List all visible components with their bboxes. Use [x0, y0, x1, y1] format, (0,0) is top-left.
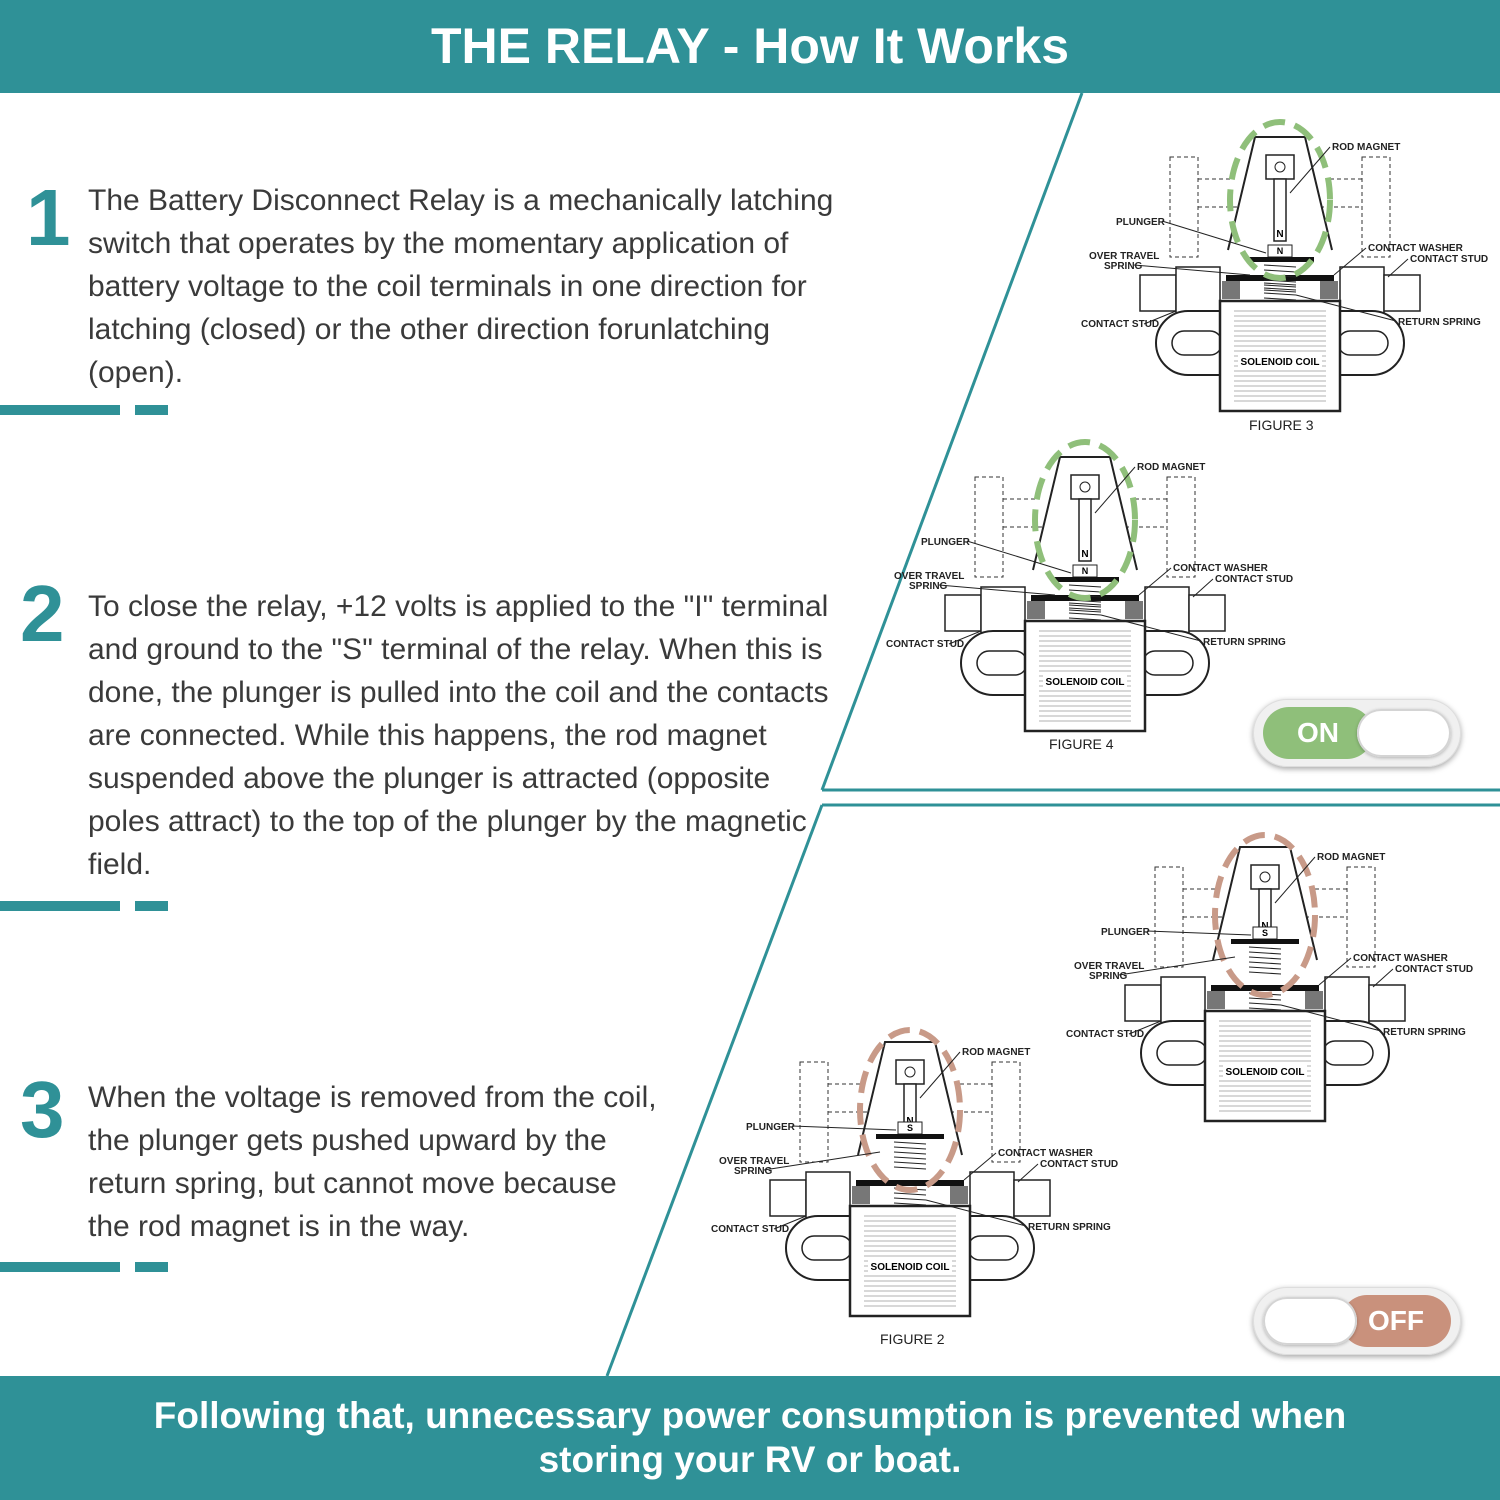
header-banner: THE RELAY - How It Works	[0, 0, 1500, 93]
on-toggle-label: ON	[1263, 707, 1373, 759]
svg-text:CONTACT STUD: CONTACT STUD	[1066, 1029, 1144, 1040]
svg-text:PLUNGER: PLUNGER	[921, 537, 971, 548]
svg-text:S: S	[907, 1123, 913, 1133]
toggle-knob	[1263, 1297, 1357, 1345]
svg-text:CONTACT STUD: CONTACT STUD	[1410, 254, 1488, 265]
svg-text:OVER TRAVEL: OVER TRAVEL	[1074, 961, 1144, 972]
svg-text:RETURN SPRING: RETURN SPRING	[1203, 637, 1286, 648]
svg-text:N: N	[1082, 566, 1089, 576]
step-2-number: 2	[20, 569, 65, 658]
svg-text:ROD MAGNET: ROD MAGNET	[1317, 852, 1385, 863]
svg-text:CONTACT WASHER: CONTACT WASHER	[1353, 953, 1449, 964]
svg-text:OVER TRAVEL: OVER TRAVEL	[894, 571, 964, 582]
svg-text:SPRING: SPRING	[909, 581, 948, 592]
svg-text:CONTACT WASHER: CONTACT WASHER	[998, 1148, 1094, 1159]
svg-text:CONTACT STUD: CONTACT STUD	[1081, 319, 1159, 330]
svg-text:CONTACT STUD: CONTACT STUD	[1040, 1159, 1118, 1170]
svg-text:N: N	[1277, 246, 1284, 256]
svg-text:CONTACT STUD: CONTACT STUD	[1395, 964, 1473, 975]
step-3-separator	[0, 1262, 168, 1272]
step-3-number: 3	[20, 1065, 65, 1154]
step-1-text: The Battery Disconnect Relay is a mechan…	[88, 184, 834, 389]
svg-text:OVER TRAVEL: OVER TRAVEL	[1089, 251, 1159, 262]
svg-text:RETURN SPRING: RETURN SPRING	[1383, 1027, 1466, 1038]
svg-text:RETURN SPRING: RETURN SPRING	[1028, 1222, 1111, 1233]
svg-text:SPRING: SPRING	[734, 1166, 773, 1177]
off-toggle-switch[interactable]: OFF	[1253, 1287, 1461, 1355]
figure-4-caption: FIGURE 4	[1049, 736, 1114, 752]
svg-text:SOLENOID COIL: SOLENOID COIL	[871, 1262, 950, 1273]
svg-text:N: N	[1081, 549, 1088, 560]
step-1-number: 1	[26, 173, 71, 262]
svg-text:SOLENOID COIL: SOLENOID COIL	[1226, 1067, 1305, 1078]
svg-text:CONTACT STUD: CONTACT STUD	[886, 639, 964, 650]
svg-text:ROD MAGNET: ROD MAGNET	[962, 1047, 1030, 1058]
figure-3-caption: FIGURE 3	[1249, 417, 1314, 433]
footer-text: Following that, unnecessary power consum…	[153, 1395, 1347, 1480]
svg-text:PLUNGER: PLUNGER	[746, 1122, 796, 1133]
svg-text:SPRING: SPRING	[1089, 971, 1128, 982]
step-2-text: To close the relay, +12 volts is applied…	[88, 590, 829, 881]
figure-2-caption: FIGURE 2	[880, 1331, 945, 1347]
page-title: THE RELAY - How It Works	[430, 18, 1070, 74]
step-1-separator	[0, 405, 168, 415]
svg-text:N: N	[1276, 229, 1283, 240]
svg-text:CONTACT STUD: CONTACT STUD	[711, 1224, 789, 1235]
step-3-text: When the voltage is removed from the coi…	[88, 1081, 657, 1243]
svg-text:PLUNGER: PLUNGER	[1101, 927, 1151, 938]
step-2-separator	[0, 901, 168, 911]
svg-text:PLUNGER: PLUNGER	[1116, 217, 1166, 228]
svg-text:ROD MAGNET: ROD MAGNET	[1332, 142, 1400, 153]
on-toggle-switch[interactable]: ON	[1253, 699, 1461, 767]
svg-text:SOLENOID COIL: SOLENOID COIL	[1046, 677, 1125, 688]
svg-text:RETURN SPRING: RETURN SPRING	[1398, 317, 1481, 328]
svg-text:SOLENOID COIL: SOLENOID COIL	[1241, 357, 1320, 368]
toggle-knob	[1357, 709, 1451, 757]
svg-text:CONTACT WASHER: CONTACT WASHER	[1368, 243, 1464, 254]
svg-text:ROD MAGNET: ROD MAGNET	[1137, 462, 1205, 473]
svg-text:OVER TRAVEL: OVER TRAVEL	[719, 1156, 789, 1167]
svg-text:SPRING: SPRING	[1104, 261, 1143, 272]
svg-text:CONTACT WASHER: CONTACT WASHER	[1173, 563, 1269, 574]
svg-text:S: S	[1262, 928, 1268, 938]
svg-text:CONTACT STUD: CONTACT STUD	[1215, 574, 1293, 585]
footer-banner: Following that, unnecessary power consum…	[0, 1376, 1500, 1500]
off-toggle-label: OFF	[1341, 1295, 1451, 1347]
